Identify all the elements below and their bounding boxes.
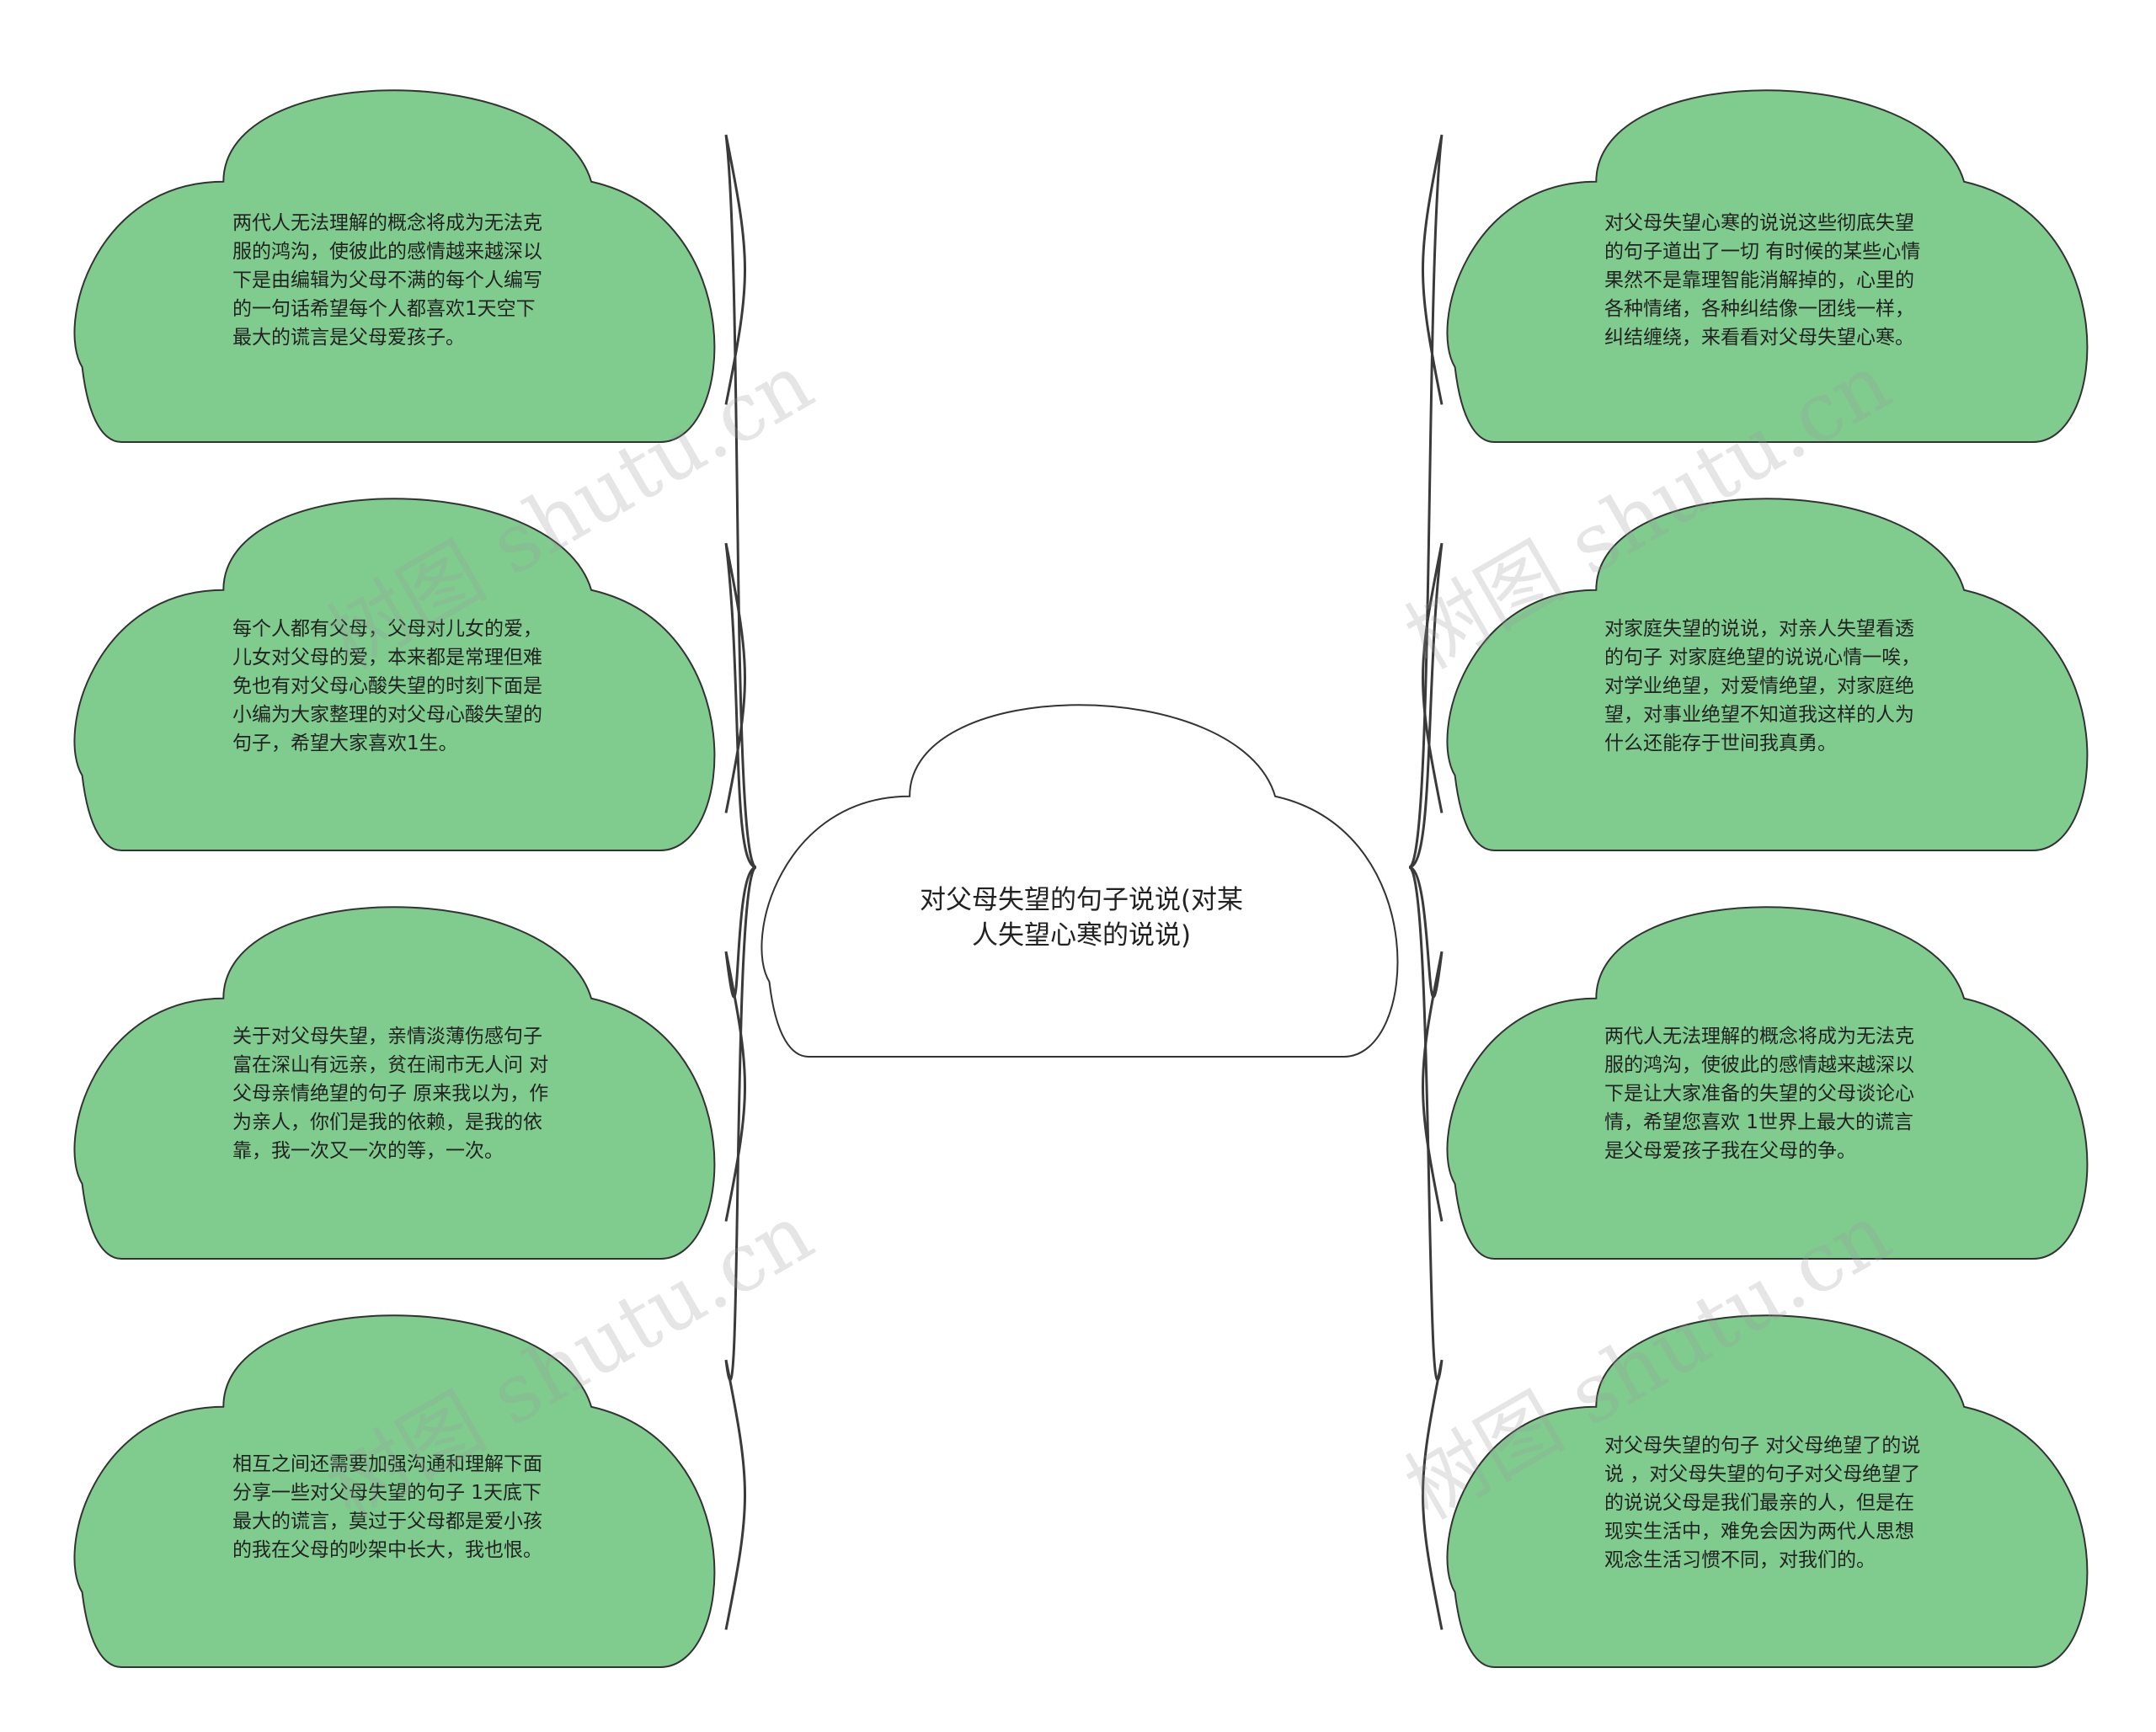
right-node-4 [1446,1314,2089,1668]
left-node-2-text: 每个人都有父母，父母对儿女的爱，儿女对父母的爱，本来都是常理但难免也有对父母心酸… [232,618,542,754]
connector-right-1 [1407,134,1444,869]
center-node-text: 对父母失望的句子说说(对某人失望心寒的说说) [919,885,1244,951]
left-node-1-text: 两代人无法理解的概念将成为无法克服的鸿沟，使彼此的感情越来越深以下是由编辑为父母… [232,212,542,349]
left-node-3-text: 关于对父母失望，亲情淡薄伤感句子 富在深山有远亲，贫在闹市无人问 对父母亲情绝望… [232,1026,549,1162]
connector-right-4 [1407,866,1444,1630]
connector-left-1 [724,134,758,869]
connectors [724,134,1444,1630]
connector-right-2 [1408,542,1444,869]
left-node-4 [73,1314,716,1668]
left-node-2 [73,498,716,851]
connector-left-4 [724,866,758,1630]
connector-left-3 [724,866,757,1222]
right-node-2-text: 对家庭失望的说说，对亲人失望看透的句子 对家庭绝望的说说心情一唉，对学业绝望，对… [1604,618,1921,754]
connector-left-2 [724,542,757,869]
right-node-3 [1446,906,2089,1260]
right-node-4-text: 对父母失望的句子 对父母绝望了的说说 ，对父母失望的句子对父母绝望了的说说父母是… [1604,1435,1921,1571]
left-node-4-text: 相互之间还需要加强沟通和理解下面分享一些对父母失望的句子 1天底下最大的谎言，莫… [232,1453,542,1561]
right-node-3-text: 两代人无法理解的概念将成为无法克服的鸿沟，使彼此的感情越来越深以下是让大家准备的… [1604,1026,1914,1162]
center-node [760,704,1399,1058]
cloud-nodes [73,89,2089,1668]
right-node-1 [1446,89,2089,443]
left-node-3 [73,906,716,1260]
left-node-1 [73,89,716,443]
right-node-1-text: 对父母失望心寒的说说这些彻底失望的句子道出了一切 有时候的某些心情果然不是靠理智… [1604,212,1921,349]
right-node-2 [1446,498,2089,851]
connector-right-3 [1408,866,1444,1222]
